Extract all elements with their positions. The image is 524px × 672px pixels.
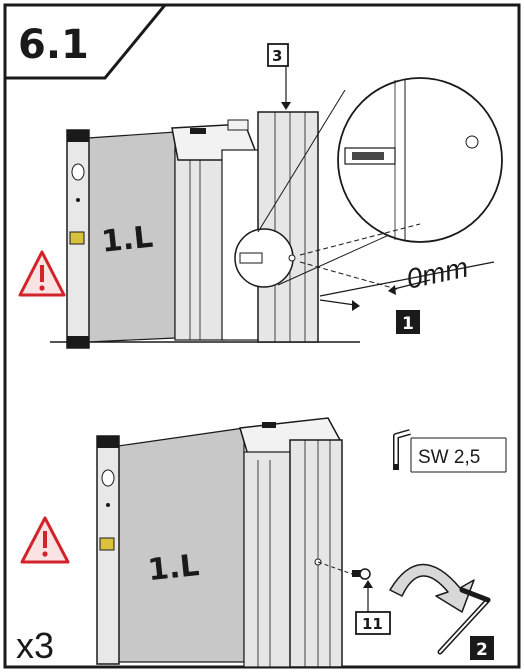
tool-size-label: SW 2,5 bbox=[418, 447, 480, 468]
spirit-level-icon bbox=[96, 435, 120, 665]
panel-label-bottom: 1.L bbox=[146, 548, 201, 588]
glass-panel-bottom bbox=[117, 427, 245, 663]
repeat-count-label: x3 bbox=[16, 625, 54, 666]
step-badge-2 bbox=[470, 636, 494, 660]
part-label-box-3 bbox=[267, 43, 289, 67]
part-label-box-11 bbox=[355, 611, 391, 635]
step-badge-1-text: 1 bbox=[402, 314, 414, 334]
part-label-11: 11 bbox=[362, 615, 383, 633]
dimension-line bbox=[319, 261, 495, 297]
panel-label: 1.L bbox=[100, 220, 155, 260]
allen-key-icon bbox=[393, 429, 507, 473]
warning-triangle-icon bbox=[18, 250, 66, 297]
bottom-panel: 1.L bbox=[16, 417, 507, 668]
step-badge-2-text: 2 bbox=[476, 640, 488, 660]
part-label-3: 3 bbox=[272, 47, 282, 65]
door-frame-profile-bottom bbox=[239, 417, 343, 668]
step-badge-1 bbox=[396, 310, 420, 334]
screw-icon bbox=[317, 561, 371, 580]
step-number: 6.1 bbox=[18, 22, 89, 68]
gap-dimension-label: 0mm bbox=[404, 251, 471, 294]
top-panel: 1.L bbox=[18, 43, 503, 349]
door-frame-profile bbox=[171, 111, 319, 343]
detail-magnifier bbox=[337, 77, 503, 243]
rotation-arrow-icon bbox=[389, 563, 475, 613]
warning-triangle-icon bbox=[20, 516, 70, 564]
step-header-tab bbox=[3, 3, 169, 80]
spirit-level-icon bbox=[66, 129, 90, 349]
allen-key-tool bbox=[437, 587, 491, 655]
